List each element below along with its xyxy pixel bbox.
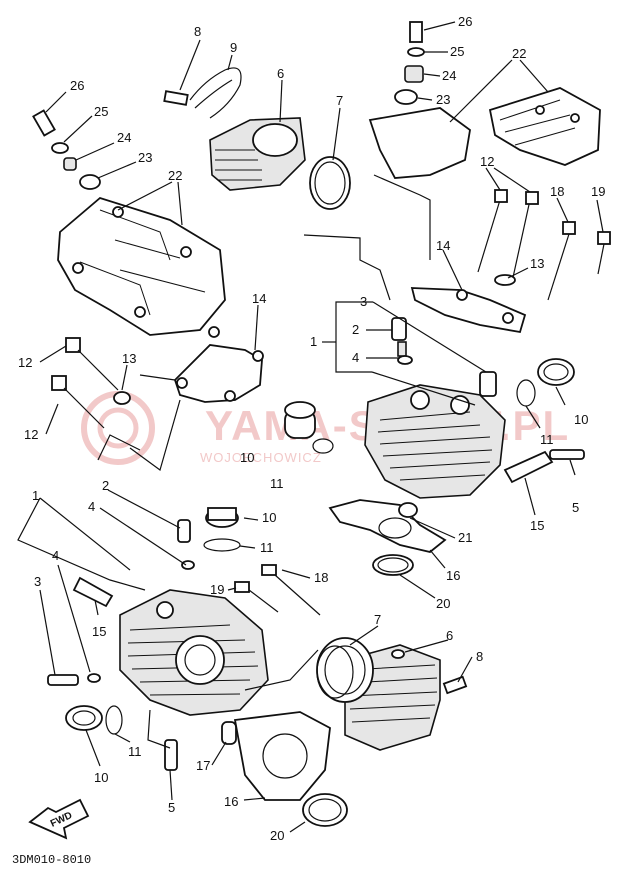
callout: 19 — [210, 582, 224, 597]
valve-set-right — [391, 317, 497, 397]
callout: 7 — [336, 93, 343, 108]
cylinder-block — [316, 637, 441, 751]
callout: 6 — [446, 628, 453, 643]
fwd-arrow: FWD — [28, 798, 90, 840]
callout: 3 — [34, 574, 41, 589]
head-bolts-center — [234, 564, 321, 616]
callout: 14 — [252, 291, 266, 306]
rocker-bracket-right — [410, 274, 527, 334]
head-bolts-left — [51, 337, 131, 429]
callout: 11 — [270, 476, 284, 491]
callout: 4 — [352, 350, 359, 365]
callout: 6 — [277, 66, 284, 81]
callout: 8 — [194, 24, 201, 39]
cylinder-head-front — [119, 589, 269, 716]
cover-bolt-set-right — [394, 21, 425, 105]
plug-cap-right — [516, 358, 575, 407]
callout: 12 — [480, 154, 494, 169]
bolt-8-bottom — [442, 675, 468, 695]
rocker-bracket-left — [173, 326, 264, 403]
callout: 22 — [512, 46, 526, 61]
leader-lines — [17, 21, 604, 833]
callout: 23 — [138, 150, 152, 165]
callout: 5 — [572, 500, 579, 515]
callout: 14 — [436, 238, 450, 253]
washer-left — [87, 673, 101, 683]
callout: 4 — [52, 548, 59, 563]
stud-bottom — [164, 739, 178, 771]
stud-left — [47, 674, 79, 686]
callout: 7 — [374, 612, 381, 627]
plug-cap-center — [284, 401, 334, 454]
valve-left — [177, 519, 191, 543]
callout: 3 — [360, 294, 367, 309]
callout: 1 — [310, 334, 317, 349]
callout: 24 — [442, 68, 456, 83]
callout: 9 — [230, 40, 237, 55]
callout: 26 — [458, 14, 472, 29]
callout: 15 — [530, 518, 544, 533]
oil-pipe-assembly — [163, 67, 242, 119]
callout: 20 — [436, 596, 450, 611]
plug-cap-bottom-left — [65, 705, 123, 735]
watermark-sub: WOJOECHOWICZ — [200, 450, 322, 465]
cylinder-head-top — [209, 117, 306, 191]
spark-plug-right — [503, 449, 585, 484]
callout: 25 — [450, 44, 464, 59]
callout: 15 — [92, 624, 106, 639]
callout: 18 — [550, 184, 564, 199]
head-gasket-right — [328, 499, 447, 576]
callout: 5 — [168, 800, 175, 815]
callout: 11 — [260, 540, 274, 555]
callout: 10 — [574, 412, 588, 427]
callouts: 26 25 24 23 22 8 9 6 7 26 25 24 23 22 12… — [18, 14, 605, 843]
callout: 16 — [446, 568, 460, 583]
o-ring-7-bottom — [316, 645, 354, 699]
plug-cap-left-mid — [203, 507, 241, 552]
callout: 1 — [32, 488, 39, 503]
cylinder-head-rear — [364, 384, 506, 499]
head-cover-left — [57, 196, 226, 336]
callout: 4 — [88, 499, 95, 514]
callout: 11 — [128, 744, 142, 759]
callout: 16 — [224, 794, 238, 809]
callout: 10 — [262, 510, 276, 525]
diagram-code: 3DM010-8010 — [12, 853, 91, 867]
callout: 12 — [24, 427, 38, 442]
callout: 13 — [122, 351, 136, 366]
callout: 21 — [458, 530, 472, 545]
o-ring-7-top — [309, 156, 351, 210]
callout: 13 — [530, 256, 544, 271]
callout: 11 — [540, 432, 554, 447]
callout: 17 — [196, 758, 210, 773]
callout: 10 — [94, 770, 108, 785]
callout: 23 — [436, 92, 450, 107]
callout: 24 — [117, 130, 131, 145]
callout: 10 — [240, 450, 254, 465]
callout: 2 — [102, 478, 109, 493]
callout: 19 — [591, 184, 605, 199]
watermark-logo — [81, 391, 155, 465]
head-bolts-right — [477, 189, 611, 301]
valve-clip-left — [181, 560, 195, 570]
callout: 25 — [94, 104, 108, 119]
callout: 26 — [70, 78, 84, 93]
head-cover-right — [368, 87, 601, 179]
callout: 2 — [352, 322, 359, 337]
callout: 8 — [476, 649, 483, 664]
spark-plug-left — [72, 576, 114, 608]
base-gasket — [233, 711, 331, 801]
dowel-17 — [221, 721, 237, 745]
callout: 20 — [270, 828, 284, 843]
callout: 18 — [314, 570, 328, 585]
callout: 22 — [168, 168, 182, 183]
callout: 12 — [18, 355, 32, 370]
cover-bolt-set-left — [32, 109, 101, 190]
